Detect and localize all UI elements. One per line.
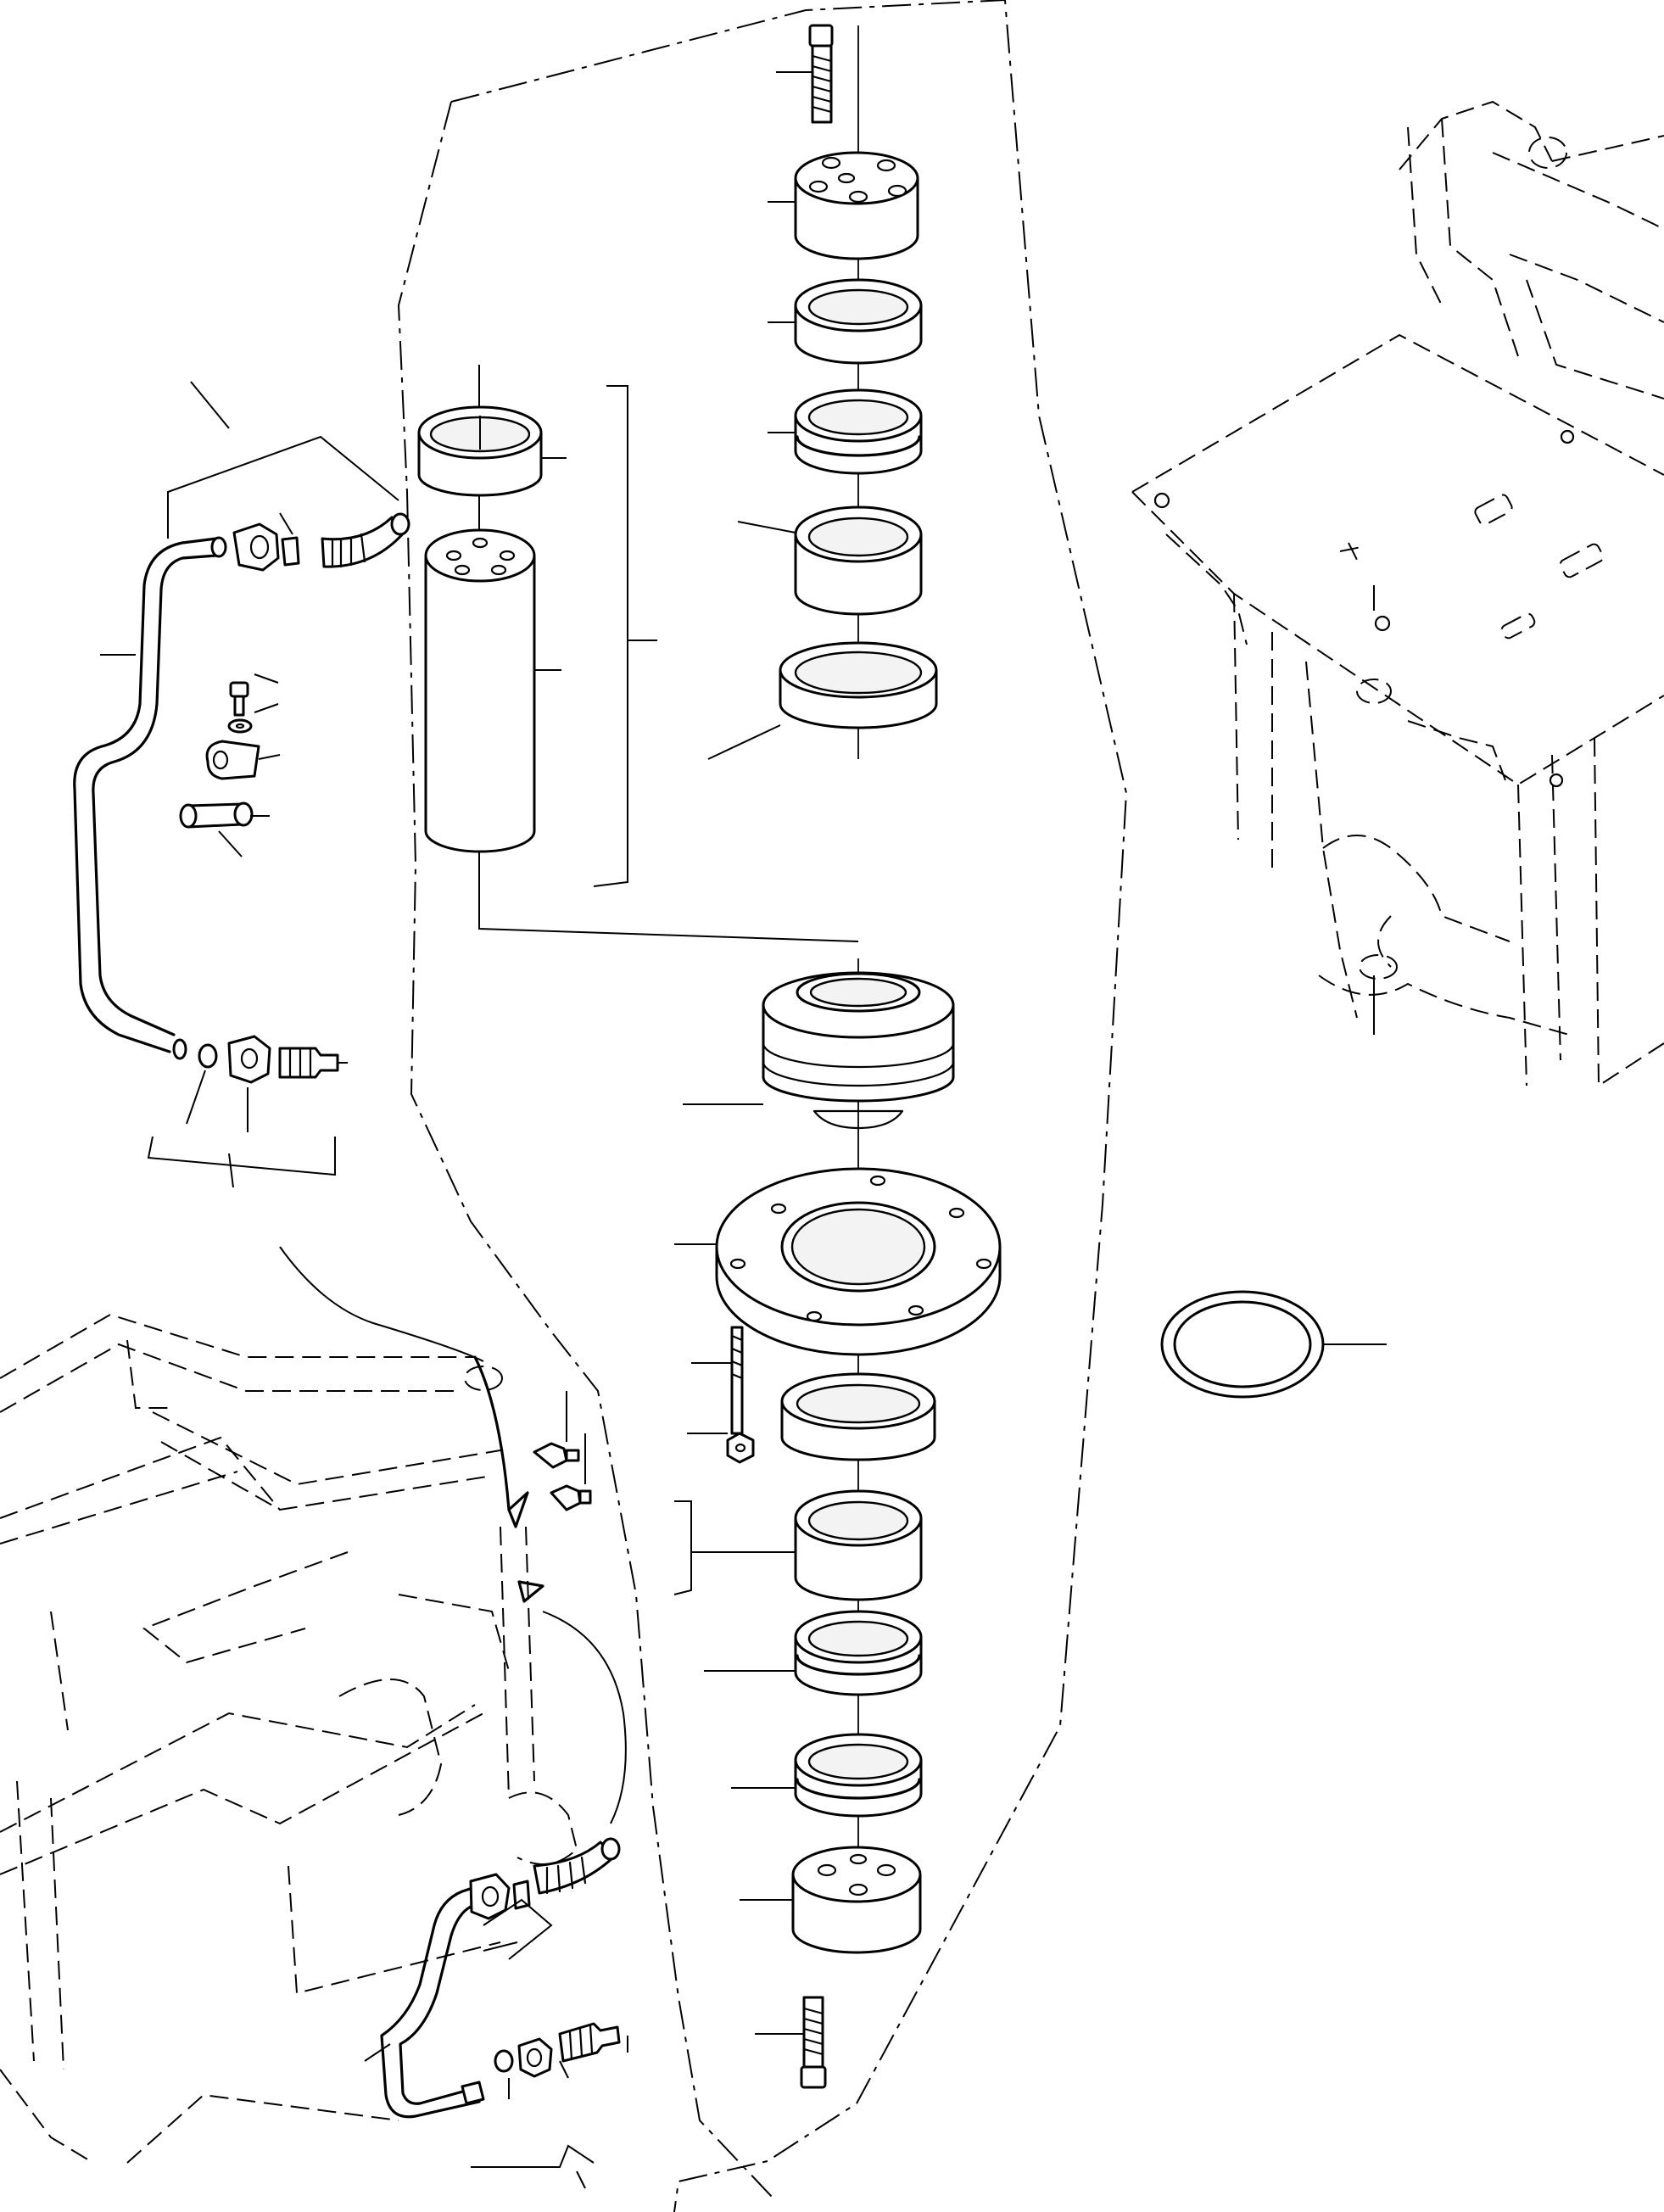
cap-screw-top: [808, 24, 834, 124]
hex-nut: [726, 1432, 755, 1464]
pin-sleeve: [417, 405, 543, 497]
machine-frame-right: [1131, 100, 1664, 1087]
upper-bushing-3: [794, 506, 923, 616]
grease-line-upper: [73, 512, 410, 1053]
loose-seal-ring: [1160, 1290, 1325, 1399]
clamp-washer: [227, 718, 253, 734]
upper-seal-ring: [779, 641, 938, 729]
spacer-tube: [179, 802, 254, 829]
grease-fittings-mid: [533, 1391, 592, 1511]
pivot-pin: [424, 528, 536, 853]
lower-bushing-2: [794, 1610, 923, 1696]
grease-line-lower: [380, 1837, 621, 2119]
clamp-bolt: [229, 681, 249, 717]
machine-frame-left: [0, 1313, 578, 2164]
assembly-group-outline: [397, 0, 1128, 2212]
bearing-housing: [762, 971, 955, 1130]
cap-screw-bottom: [800, 1996, 827, 2089]
upper-retainer-ring: [794, 151, 919, 260]
middle-seal-ring: [780, 1372, 936, 1461]
upper-bushing-2: [794, 388, 923, 475]
lower-bushing-3: [794, 1733, 923, 1818]
mounting-flange: [715, 1167, 1002, 1356]
grease-fitting-upper-lower: [172, 1035, 339, 1084]
stud-bolt: [730, 1326, 744, 1435]
lower-retainer-ring: [791, 1846, 922, 1954]
upper-bushing-1: [794, 278, 923, 365]
clamp: [205, 740, 260, 780]
lower-bushing-1: [794, 1489, 923, 1601]
